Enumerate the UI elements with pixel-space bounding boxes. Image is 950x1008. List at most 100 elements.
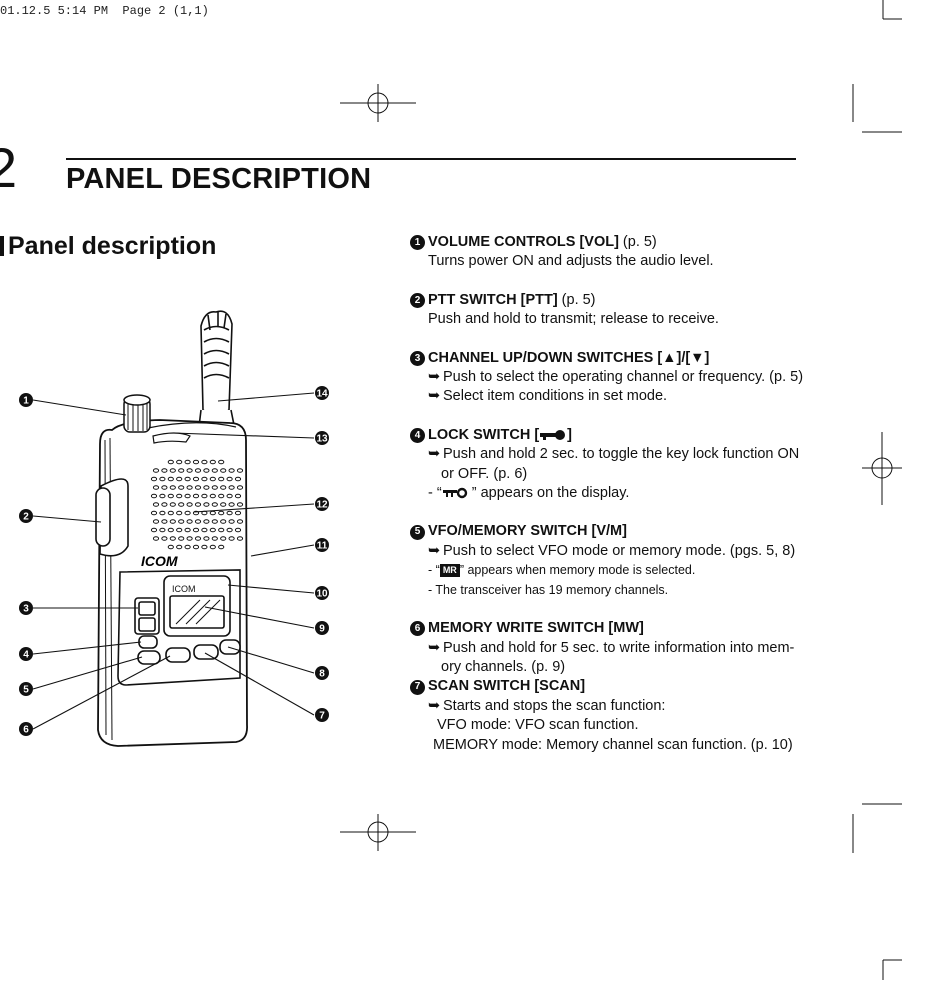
section-marker <box>0 236 4 256</box>
item-title: MEMORY WRITE SWITCH [MW] <box>428 620 644 637</box>
callout-number: 10 <box>316 589 328 600</box>
mr-indicator-icon: MR <box>439 564 460 578</box>
grille-hole <box>176 527 183 533</box>
grille-hole <box>234 476 242 482</box>
registration-mark-top <box>340 84 416 122</box>
grille-hole <box>209 527 216 533</box>
callout-number: 12 <box>316 500 328 511</box>
grille-hole <box>152 502 160 507</box>
grille-hole <box>167 493 174 499</box>
grille-hole <box>228 502 235 507</box>
item-title: VOLUME CONTROLS [VOL] <box>428 234 619 250</box>
scan-memory-line: MEMORY mode: Memory channel scan functio… <box>433 736 793 753</box>
grille-hole <box>192 493 200 499</box>
grille-hole <box>152 468 160 473</box>
grille-hole <box>209 459 216 465</box>
grille-hole <box>194 468 202 473</box>
grille-hole <box>184 510 191 516</box>
arrow-icon: ➥ <box>428 369 441 386</box>
grille-hole <box>236 502 244 507</box>
grille-hole <box>228 485 235 490</box>
grille-hole <box>178 502 185 507</box>
grille-hole <box>169 519 176 524</box>
section-title: Panel description <box>0 232 216 261</box>
grille-hole <box>184 493 191 499</box>
leader-lines <box>32 392 315 730</box>
callout-circle <box>19 393 33 407</box>
arrow-icon: ➥ <box>428 639 441 656</box>
grille-hole <box>211 519 218 524</box>
grille-hole <box>192 459 200 465</box>
grille-hole <box>226 476 233 482</box>
grille-hole <box>169 485 176 490</box>
bullet-continuation: or OFF. (p. 6) <box>441 465 528 482</box>
grille-hole <box>178 519 185 524</box>
grille-hole <box>194 519 202 524</box>
grille-hole <box>161 502 168 507</box>
callout-number: 9 <box>319 624 325 635</box>
callout-circle <box>315 621 329 635</box>
grille-hole <box>209 510 216 516</box>
arrow-icon: ➥ <box>428 388 441 405</box>
item-text: Turns power ON and adjusts the audio lev… <box>428 253 714 270</box>
grille-hole <box>234 493 242 499</box>
grille-hole <box>159 493 166 499</box>
item-number: 2 <box>410 293 425 309</box>
grille-hole <box>236 536 244 541</box>
grille-hole <box>167 510 174 516</box>
item-title: PTT SWITCH [PTT] <box>428 291 558 308</box>
bullet: ➥Starts and stops the scan function: <box>410 697 810 716</box>
grille-hole <box>176 510 183 516</box>
callout-circle <box>315 497 329 511</box>
grille-hole <box>234 527 242 533</box>
note: - The transceiver has 19 memory channels… <box>428 582 669 597</box>
grille-hole <box>194 536 202 541</box>
grille-hole <box>150 493 158 499</box>
grille-hole <box>203 502 210 507</box>
item-number: 7 <box>410 679 425 695</box>
grille-hole <box>152 519 160 524</box>
page-ref: (p. 5) <box>622 234 657 250</box>
grille-hole <box>220 536 227 541</box>
grille-hole <box>184 527 191 533</box>
callout-number: 13 <box>316 434 328 445</box>
grille-hole <box>161 536 168 541</box>
item-number: 6 <box>410 621 425 637</box>
callout-circle <box>315 538 329 552</box>
scan-vfo-line: VFO mode: VFO scan function. <box>437 717 639 734</box>
ptt-switch <box>95 478 129 557</box>
grille-hole <box>236 468 244 473</box>
grille-hole <box>192 544 200 550</box>
front-panel: ICOM <box>117 569 241 686</box>
grille-hole <box>201 476 208 482</box>
item-number: 5 <box>410 524 425 540</box>
item-number: 1 <box>410 235 425 251</box>
grille-hole <box>226 527 233 533</box>
grille-hole <box>218 493 225 499</box>
registration-mark-right <box>862 432 902 505</box>
note: - “MR” appears when memory mode is selec… <box>428 563 696 578</box>
grille-hole <box>186 485 193 490</box>
bullet-continuation: ory channels. (p. 9) <box>441 658 566 675</box>
grille-hole <box>186 502 193 507</box>
grille-hole <box>186 468 193 473</box>
callout-circle <box>315 586 329 600</box>
key-icon <box>540 429 566 440</box>
grille-hole <box>236 519 244 524</box>
callout-circle <box>315 386 329 400</box>
grille-hole <box>218 510 225 516</box>
grille-hole <box>167 476 174 482</box>
item-title: LOCK SWITCH [] <box>428 426 572 443</box>
chapter-number: 2 <box>0 136 18 199</box>
grille-hole <box>218 459 225 465</box>
grille-hole <box>209 476 216 482</box>
callout-number: 14 <box>316 389 328 400</box>
item-number: 3 <box>410 350 425 366</box>
grille-hole <box>220 468 227 473</box>
grille-hole <box>150 510 158 516</box>
